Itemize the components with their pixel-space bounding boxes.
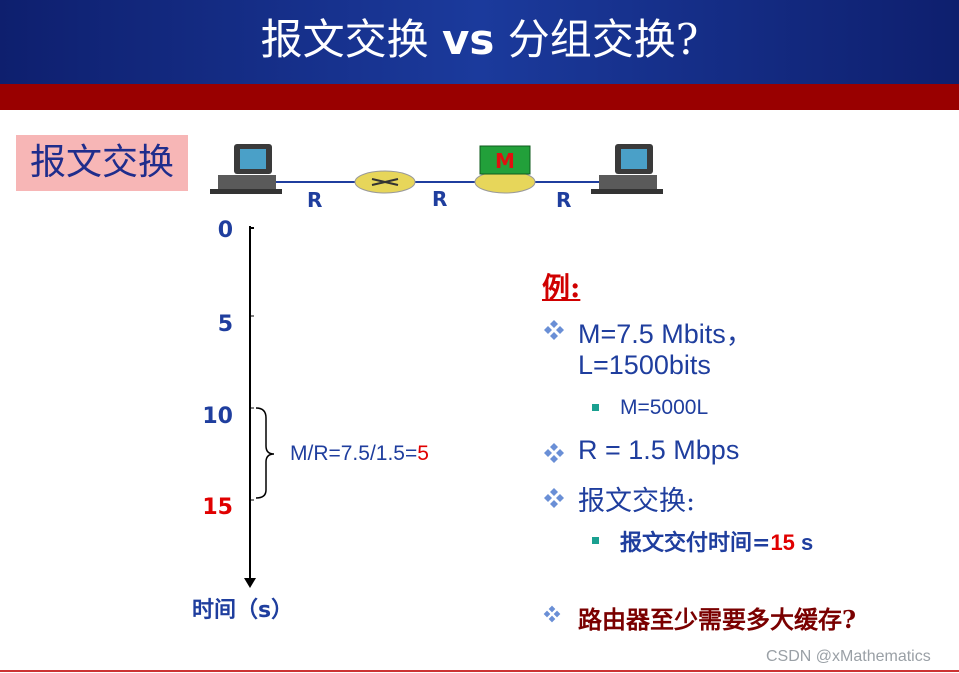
- title-part-1: 报文交换: [260, 15, 429, 64]
- sub-bullet-ratio: M=5000L: [620, 396, 709, 419]
- network-diagram: M: [210, 144, 663, 194]
- delivery-time-unit: s: [794, 530, 814, 555]
- watermark: CSDN @xMathematics: [766, 648, 931, 665]
- message-label: M: [495, 149, 515, 173]
- sub-bullet-delivery-time: 报文交付时间=15 s: [620, 525, 813, 557]
- slide-title: 报文交换 vs 分组交换?: [0, 10, 959, 70]
- tick-label: 0: [217, 218, 233, 243]
- bullet-message-size: M=7.5 Mbits，: [578, 319, 753, 349]
- bullet-link-rate: R = 1.5 Mbps: [578, 435, 740, 465]
- diamond-bullet-icon: [544, 320, 564, 340]
- host-computer-left-icon: [210, 144, 282, 194]
- diamond-bullet-icon: [544, 488, 564, 508]
- link-rate-label-2: R: [432, 187, 448, 211]
- buffer-question: 路由器至少需要多大缓存?: [578, 605, 857, 634]
- brace-formula: M/R=7.5/1.5=: [290, 442, 418, 465]
- router-icon: [354, 170, 416, 194]
- link-rate-label-1: R: [307, 188, 323, 212]
- bottom-divider: [0, 670, 959, 672]
- title-vs: vs: [442, 15, 495, 64]
- tick-label-highlight: 15: [202, 495, 233, 520]
- section-label: 报文交换: [16, 135, 188, 191]
- title-part-2: 分组交换?: [507, 15, 699, 64]
- square-bullet-icon: [592, 404, 599, 411]
- bullet-packet-size: L=1500bits: [578, 350, 711, 380]
- diamond-bullet-icon: [543, 605, 561, 623]
- host-computer-right-icon: [591, 144, 663, 194]
- interval-brace: [255, 407, 275, 499]
- title-banner: [0, 0, 959, 84]
- time-axis: [244, 226, 275, 588]
- brace-result: 5: [417, 442, 429, 465]
- tick-label: 5: [217, 312, 233, 337]
- router-with-message-icon: M: [474, 145, 536, 194]
- delivery-time-label: 报文交付时间=: [620, 530, 771, 556]
- square-bullet-icon: [592, 537, 599, 544]
- example-heading: 例:: [542, 271, 581, 304]
- title-underline-bar: [0, 84, 959, 110]
- brace-annotation: M/R=7.5/1.5=5: [290, 442, 429, 466]
- axis-unit-label: 时间（s）: [192, 598, 294, 623]
- link-rate-label-3: R: [556, 188, 572, 212]
- bullet-message-switching: 报文交换:: [578, 486, 696, 517]
- delivery-time-value: 15: [770, 530, 795, 555]
- tick-label: 10: [202, 404, 233, 429]
- diamond-bullet-icon: [544, 443, 564, 463]
